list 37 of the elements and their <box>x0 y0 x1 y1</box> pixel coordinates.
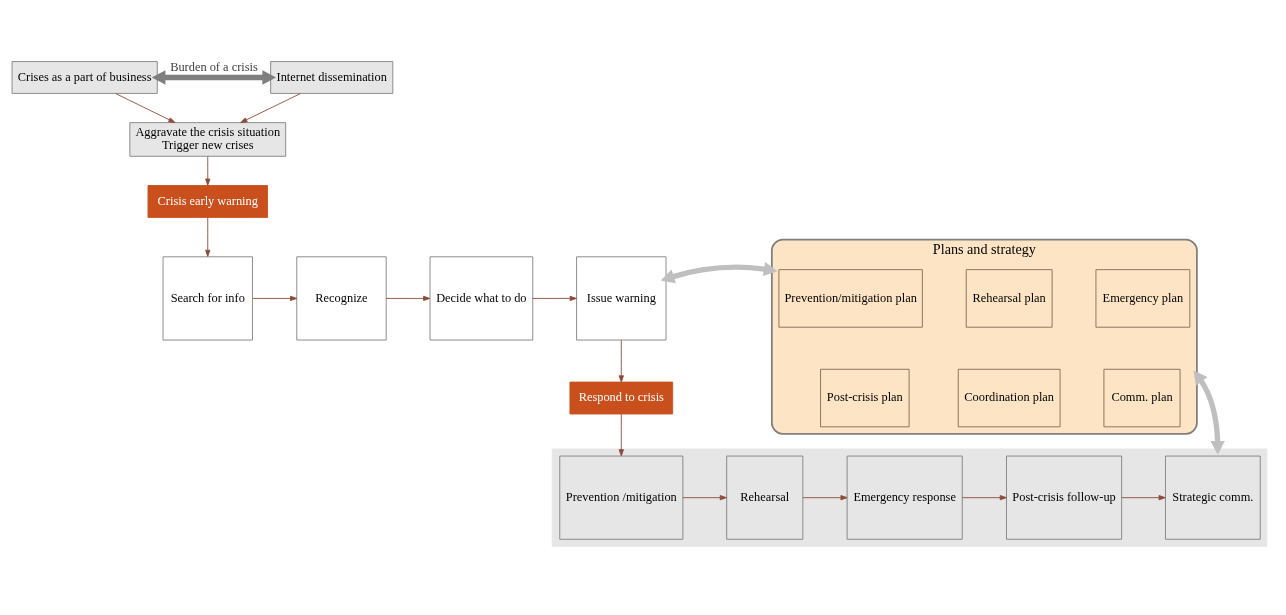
arrow <box>618 413 624 457</box>
node-box: Search for info <box>162 256 253 341</box>
node-box: Internet dissemination <box>270 61 394 94</box>
node-box: Respond to crisis <box>569 381 674 415</box>
node-box: Rehearsal plan <box>965 269 1053 328</box>
arrow <box>1121 495 1166 501</box>
arrow <box>961 495 1007 501</box>
node-box: Emergency plan <box>1095 269 1191 328</box>
node-box: Decide what to do <box>429 256 534 341</box>
arrow <box>115 93 176 123</box>
node-box: Aggravate the crisis situation Trigger new crises <box>129 122 287 157</box>
edge-label: Burden of a crisis <box>170 60 258 75</box>
node-box: Comm. plan <box>1103 368 1181 428</box>
arrow <box>618 339 624 383</box>
node-box: Coordination plan <box>957 368 1061 428</box>
arrow <box>240 93 301 123</box>
node-box: Issue warning <box>576 256 667 341</box>
node-box: Rehearsal <box>726 455 804 540</box>
arrow <box>385 295 431 302</box>
node-box: Recognize <box>296 256 387 341</box>
node-box: Prevention /mitigation <box>559 455 684 540</box>
node-box: Emergency response <box>846 455 963 540</box>
node-box: Strategic comm. <box>1165 455 1261 540</box>
arrow <box>532 295 577 302</box>
arrow <box>802 495 848 501</box>
node-box: Prevention/mitigation plan <box>778 269 923 328</box>
node-box: Post-crisis follow-up <box>1006 455 1123 540</box>
arrow <box>660 261 778 284</box>
arrow <box>682 495 727 501</box>
arrow <box>205 217 211 257</box>
node-box: Crises as a part of business <box>11 61 158 94</box>
node-box: Post-crisis plan <box>820 368 910 428</box>
node-box: Crisis early warning <box>147 185 268 218</box>
arrow <box>1193 370 1225 455</box>
arrow <box>151 70 276 85</box>
arrow <box>252 295 298 302</box>
arrow <box>205 156 211 186</box>
